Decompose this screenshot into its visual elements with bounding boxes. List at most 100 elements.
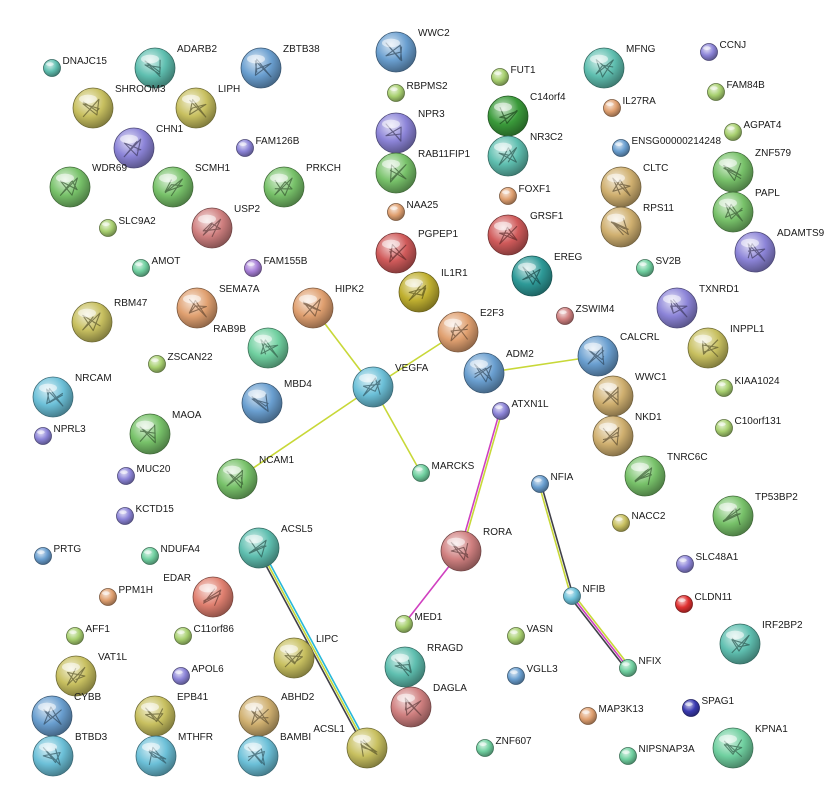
node-agpat4[interactable]: AGPAT4 bbox=[724, 120, 782, 141]
edge-nfib-nfix[interactable] bbox=[569, 594, 631, 670]
node-epb41[interactable]: EPB41 bbox=[134, 692, 209, 737]
node-rps11[interactable]: RPS11 bbox=[600, 203, 674, 248]
node-fam155b[interactable]: FAM155B bbox=[244, 256, 308, 277]
node-med1[interactable]: MED1 bbox=[395, 612, 443, 633]
node-adamts9[interactable]: ADAMTS9 bbox=[734, 228, 825, 273]
node-dagla[interactable]: DAGLA bbox=[390, 683, 467, 728]
node-edar[interactable]: EDAR bbox=[163, 573, 234, 618]
node-maoa[interactable]: MAOA bbox=[129, 410, 202, 455]
node-kctd15[interactable]: KCTD15 bbox=[116, 504, 175, 525]
node-btbd3[interactable]: BTBD3 bbox=[32, 732, 108, 777]
node-prtg[interactable]: PRTG bbox=[34, 544, 82, 565]
node-ppm1h[interactable]: PPM1H bbox=[99, 585, 153, 606]
node-hipk2[interactable]: HIPK2 bbox=[292, 284, 364, 329]
node-spag1[interactable]: SPAG1 bbox=[682, 696, 735, 717]
node-bambi[interactable]: BAMBI bbox=[237, 732, 311, 777]
node-acsl1[interactable]: ACSL1 bbox=[313, 724, 388, 769]
node-lipc[interactable]: LIPC bbox=[273, 634, 338, 679]
node-tp53bp2[interactable]: TP53BP2 bbox=[712, 492, 798, 537]
node-dnajc15[interactable]: DNAJC15 bbox=[43, 56, 108, 77]
node-ncam1[interactable]: NCAM1 bbox=[216, 455, 294, 500]
node-nrcam[interactable]: NRCAM bbox=[32, 373, 112, 418]
node-liph[interactable]: LIPH bbox=[175, 84, 240, 129]
node-vat1l[interactable]: VAT1L bbox=[55, 652, 128, 697]
node-fut1[interactable]: FUT1 bbox=[491, 65, 536, 86]
node-irf2bp2[interactable]: IRF2BP2 bbox=[719, 620, 803, 665]
node-rora[interactable]: RORA bbox=[440, 527, 512, 572]
node-sv2b[interactable]: SV2B bbox=[636, 256, 682, 277]
node-rbm47[interactable]: RBM47 bbox=[71, 298, 148, 343]
node-ccnj[interactable]: CCNJ bbox=[700, 40, 747, 61]
node-cybb[interactable]: CYBB bbox=[31, 692, 102, 737]
node-slc9a2[interactable]: SLC9A2 bbox=[99, 216, 157, 237]
node-wdr69[interactable]: WDR69 bbox=[49, 163, 127, 208]
node-txnrd1[interactable]: TXNRD1 bbox=[656, 284, 739, 329]
node-c10orf131[interactable]: C10orf131 bbox=[715, 416, 782, 437]
node-cldn11[interactable]: CLDN11 bbox=[675, 592, 733, 613]
node-marcks[interactable]: MARCKS bbox=[412, 461, 475, 482]
node-rragd[interactable]: RRAGD bbox=[384, 643, 463, 688]
node-aff1[interactable]: AFF1 bbox=[66, 624, 111, 645]
node-kpna1[interactable]: KPNA1 bbox=[712, 724, 788, 769]
node-fam126b[interactable]: FAM126B bbox=[236, 136, 300, 157]
node-shroom3[interactable]: SHROOM3 bbox=[72, 84, 166, 129]
node-rab9b[interactable]: RAB9B bbox=[213, 324, 289, 369]
node-pgpep1[interactable]: PGPEP1 bbox=[375, 229, 458, 274]
node-c14orf4[interactable]: C14orf4 bbox=[487, 92, 566, 137]
node-apol6[interactable]: APOL6 bbox=[172, 664, 225, 685]
node-naa25[interactable]: NAA25 bbox=[387, 200, 439, 221]
node-muc20[interactable]: MUC20 bbox=[117, 464, 171, 485]
node-ereg[interactable]: EREG bbox=[511, 252, 583, 297]
node-e2f3[interactable]: E2F3 bbox=[437, 308, 504, 353]
node-ndufa4[interactable]: NDUFA4 bbox=[141, 544, 201, 565]
node-abhd2[interactable]: ABHD2 bbox=[238, 692, 315, 737]
node-mfng[interactable]: MFNG bbox=[583, 44, 656, 89]
node-slc48a1[interactable]: SLC48A1 bbox=[676, 552, 739, 573]
node-acsl5[interactable]: ACSL5 bbox=[238, 524, 313, 569]
node-zbtb38[interactable]: ZBTB38 bbox=[240, 44, 320, 89]
node-nfib[interactable]: NFIB bbox=[563, 584, 606, 605]
node-prkch[interactable]: PRKCH bbox=[263, 163, 341, 208]
node-nipsnap3a[interactable]: NIPSNAP3A bbox=[619, 744, 695, 765]
node-map3k13[interactable]: MAP3K13 bbox=[579, 704, 644, 725]
node-adarb2[interactable]: ADARB2 bbox=[134, 44, 217, 89]
node-ensg00000214248[interactable]: ENSG00000214248 bbox=[612, 136, 722, 157]
node-mthfr[interactable]: MTHFR bbox=[135, 732, 213, 777]
node-chn1[interactable]: CHN1 bbox=[113, 124, 184, 169]
node-nfia[interactable]: NFIA bbox=[531, 472, 574, 493]
node-nr3c2[interactable]: NR3C2 bbox=[487, 132, 563, 177]
node-wwc2[interactable]: WWC2 bbox=[375, 28, 450, 73]
node-nfix[interactable]: NFIX bbox=[619, 656, 662, 677]
node-fam84b[interactable]: FAM84B bbox=[707, 80, 766, 101]
node-znf579[interactable]: ZNF579 bbox=[712, 148, 792, 193]
node-c11orf86[interactable]: C11orf86 bbox=[174, 624, 235, 645]
node-il27ra[interactable]: IL27RA bbox=[603, 96, 657, 117]
node-tnrc6c[interactable]: TNRC6C bbox=[624, 452, 708, 497]
node-nacc2[interactable]: NACC2 bbox=[612, 511, 666, 532]
node-npr3[interactable]: NPR3 bbox=[375, 109, 445, 154]
node-usp2[interactable]: USP2 bbox=[191, 204, 261, 249]
edge-ncam1-vegfa[interactable] bbox=[236, 386, 374, 480]
node-kiaa1024[interactable]: KIAA1024 bbox=[715, 376, 780, 397]
node-rbpms2[interactable]: RBPMS2 bbox=[387, 81, 449, 102]
node-atxn1l[interactable]: ATXN1L bbox=[492, 399, 549, 420]
node-il1r1[interactable]: IL1R1 bbox=[398, 268, 468, 313]
node-rab11fip1[interactable]: RAB11FIP1 bbox=[375, 149, 470, 194]
node-zscan22[interactable]: ZSCAN22 bbox=[148, 352, 213, 373]
node-vegfa[interactable]: VEGFA bbox=[352, 363, 429, 408]
edge-nfia-nfib[interactable] bbox=[538, 483, 574, 597]
node-amot[interactable]: AMOT bbox=[132, 256, 181, 277]
node-zswim4[interactable]: ZSWIM4 bbox=[556, 304, 615, 325]
node-inppl1[interactable]: INPPL1 bbox=[687, 324, 765, 369]
node-scmh1[interactable]: SCMH1 bbox=[152, 163, 230, 208]
node-cltc[interactable]: CLTC bbox=[600, 163, 668, 208]
node-znf607[interactable]: ZNF607 bbox=[476, 736, 533, 757]
node-mbd4[interactable]: MBD4 bbox=[241, 379, 312, 424]
edge-atxn1l-rora[interactable] bbox=[459, 410, 503, 552]
node-nkd1[interactable]: NKD1 bbox=[592, 412, 662, 457]
node-nprl3[interactable]: NPRL3 bbox=[34, 424, 87, 445]
node-calcrl[interactable]: CALCRL bbox=[577, 332, 660, 377]
node-papl[interactable]: PAPL bbox=[712, 188, 780, 233]
node-adm2[interactable]: ADM2 bbox=[463, 349, 534, 394]
node-vgll3[interactable]: VGLL3 bbox=[507, 664, 559, 685]
